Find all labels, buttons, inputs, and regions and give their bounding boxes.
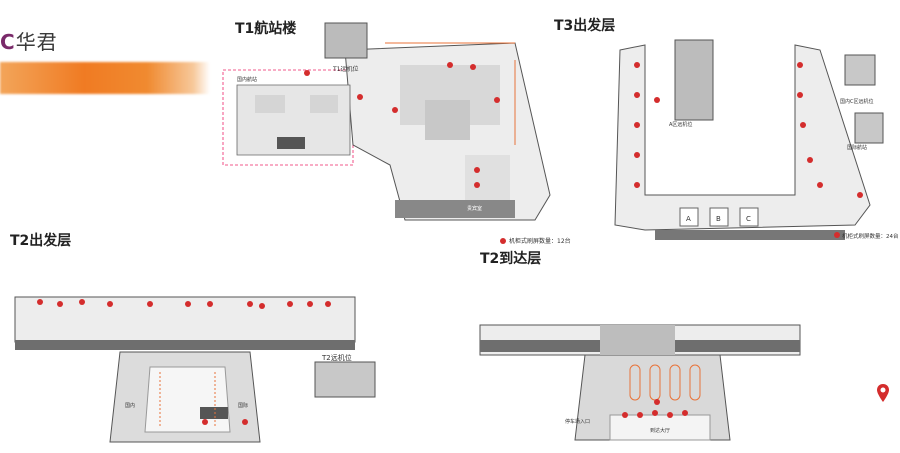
t1-pin bbox=[357, 94, 363, 100]
t3-intl-label: 国际航站 bbox=[847, 144, 867, 151]
t3-c-intl-label: 国内C区远机位 bbox=[840, 98, 874, 105]
t1-pin bbox=[447, 62, 453, 68]
t2d-right-label: 国际 bbox=[238, 402, 248, 409]
location-pin-icon bbox=[877, 384, 889, 402]
t2a-hall-label: 到达大厅 bbox=[650, 427, 670, 434]
t1-pin bbox=[304, 70, 310, 76]
t2-departure-map: T2远机位 国内 国际 bbox=[14, 296, 376, 443]
redacted-banner bbox=[0, 62, 210, 94]
t1-pins bbox=[304, 62, 500, 188]
t2d-left-label: 国内 bbox=[125, 402, 135, 409]
t1-pin bbox=[470, 64, 476, 70]
t1-terminal-map: T1远机位 国内航站 贵宾室 机柜式刷屏数量：12台 bbox=[222, 22, 571, 245]
t1-pin bbox=[392, 107, 398, 113]
t3-gate-a: A bbox=[686, 215, 691, 223]
t1-legend: 机柜式刷屏数量：12台 bbox=[509, 237, 571, 245]
t1-baggage-label: 贵宾室 bbox=[467, 205, 482, 212]
t3-terminal-map: A B C A区远机位 国内C区远机位 国际航站 机柜式刷屏数量：24台 bbox=[614, 39, 899, 240]
t1-pin bbox=[474, 167, 480, 173]
t2-arrival-title: T2到达层 bbox=[480, 251, 542, 267]
t3-gate-c: C bbox=[746, 215, 751, 223]
t3-gate-b: B bbox=[716, 215, 721, 223]
t1-pin bbox=[474, 182, 480, 188]
t2a-pins bbox=[622, 399, 688, 418]
t3-legend: 机柜式刷屏数量：24台 bbox=[842, 232, 899, 240]
t2d-pins bbox=[37, 299, 331, 425]
brand-logo: C华君 bbox=[0, 30, 58, 54]
t3-a-remote-label: A区远机位 bbox=[669, 121, 692, 128]
t2a-entry-label: 停车场入口 bbox=[565, 418, 590, 425]
t3-pins bbox=[634, 62, 863, 198]
t1-title: T1航站楼 bbox=[235, 21, 297, 37]
t2d-remote-label: T2远机位 bbox=[321, 353, 352, 362]
t1-remote-label: T1远机位 bbox=[332, 65, 358, 73]
t3-title: T3出发层 bbox=[554, 18, 616, 34]
t2-arrival-map: 停车场入口 到达大厅 bbox=[479, 324, 801, 441]
t1-pin bbox=[494, 97, 500, 103]
t2-departure-title: T2出发层 bbox=[10, 233, 72, 249]
t1-domestic-label: 国内航站 bbox=[237, 76, 257, 83]
